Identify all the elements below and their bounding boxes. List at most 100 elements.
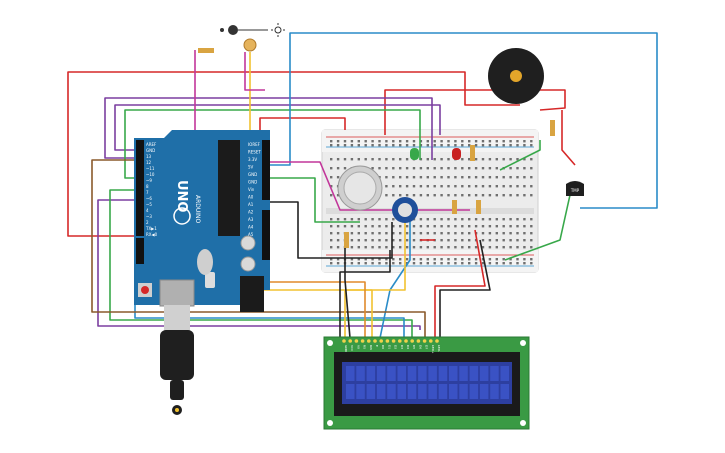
lcd-character-cells	[346, 366, 509, 399]
lcd-cell	[459, 366, 468, 381]
arduino-pin-label: A1	[248, 202, 254, 207]
lcd-pin[interactable]	[373, 339, 377, 343]
arduino-pin-label: 12	[146, 160, 152, 165]
lcd-cell	[356, 384, 365, 399]
arduino-uno[interactable]: UNO ARDUINO AREFGND1312~11~10~987~6~54~3…	[134, 130, 270, 312]
lcd-pin-label: GND	[344, 345, 348, 353]
arduino-pin-label: A5	[248, 232, 254, 237]
temp-sensor-label: TMP	[570, 188, 580, 193]
wire-red	[67, 71, 520, 237]
lcd-cell	[438, 384, 448, 399]
wire-blue	[270, 32, 658, 209]
lcd-pin[interactable]	[354, 339, 359, 343]
wire-magenta	[244, 52, 265, 91]
potentiometer[interactable]	[392, 197, 418, 223]
gas-sensor[interactable]	[337, 165, 383, 211]
arduino-pin-label: IOREF	[248, 142, 261, 147]
dot-icon	[220, 28, 224, 32]
wire-blue	[379, 200, 411, 339]
lcd-pin[interactable]	[379, 339, 384, 343]
led-green[interactable]	[410, 148, 419, 160]
lcd-pin-label: D0	[381, 345, 385, 349]
breadboard[interactable]	[321, 129, 539, 273]
lcd-cell	[500, 384, 509, 399]
lcd-pin[interactable]	[360, 339, 365, 343]
arduino-pin-label: AREF	[146, 142, 157, 147]
lcd-pin[interactable]	[385, 339, 390, 343]
wire-magenta	[194, 50, 470, 211]
arduino-pin-label: 7	[146, 190, 149, 195]
arduino-pin-label: ~9	[146, 178, 152, 183]
lcd-pin[interactable]	[367, 339, 371, 343]
lcd-cell	[479, 384, 489, 399]
wire-green	[499, 140, 541, 171]
arduino-pin-label: 2	[146, 220, 149, 225]
lcd-pin[interactable]	[404, 339, 408, 343]
lcd-pin[interactable]	[391, 339, 396, 343]
wire-purple	[104, 97, 433, 160]
wire-red	[561, 110, 576, 166]
arduino-pin-label: ~5	[146, 202, 152, 207]
lcd-cell	[356, 366, 365, 381]
wire-green	[124, 109, 421, 179]
piezo-buzzer[interactable]	[488, 48, 544, 104]
lcd-cell	[428, 384, 437, 399]
arduino-pin-label: ~10	[146, 172, 155, 177]
lcd-cell	[490, 366, 499, 381]
lcd-cell	[366, 384, 376, 399]
board-brand: ARDUINO	[194, 195, 201, 224]
arduino-pin-label: GND	[248, 180, 257, 185]
wire-brown	[91, 159, 426, 338]
lcd-pin[interactable]	[348, 339, 353, 343]
lcd-cell	[490, 384, 499, 399]
lcd-pin[interactable]	[342, 339, 346, 343]
lcd-pin[interactable]	[429, 339, 433, 343]
arduino-pin-label: ~3	[146, 214, 152, 219]
lcd-pin-label: V0	[356, 345, 360, 349]
arduino-pin-label: ~6	[146, 196, 152, 201]
lcd-pin[interactable]	[416, 339, 421, 343]
lcd-cell	[479, 366, 489, 381]
resistor	[198, 48, 555, 248]
wire-yellow	[344, 210, 406, 338]
lcd-cell	[449, 366, 458, 381]
lcd-cell	[407, 366, 417, 381]
wire-black	[439, 239, 491, 338]
lcd-pin-label: D7	[425, 345, 429, 349]
board-model: UNO	[174, 180, 189, 213]
usb-cable	[160, 305, 194, 415]
wire-black	[344, 240, 351, 339]
lcd-pin[interactable]	[435, 339, 439, 343]
lcd-cell	[459, 384, 468, 399]
lcd-pin[interactable]	[410, 339, 415, 343]
temperature-sensor[interactable]: TMP	[566, 181, 584, 196]
lcd-pin-label: D2	[394, 345, 398, 349]
led-red[interactable]	[452, 148, 461, 160]
arduino-pin-label: Vin	[248, 187, 255, 192]
arduino-pin-label: A0	[248, 195, 254, 200]
arduino-pin-label: RX◀0	[146, 232, 158, 237]
lcd-pin-label: RW	[369, 345, 373, 350]
lcd-pin-label: LED+	[431, 345, 435, 354]
lcd-cell	[438, 366, 448, 381]
lcd-pin-label: D1	[387, 345, 391, 349]
arduino-pin-label: 4	[146, 208, 149, 213]
lcd-cell	[469, 384, 479, 399]
light-sensor-slider[interactable]	[220, 23, 285, 52]
wire-black	[339, 250, 391, 338]
lcd-pin-label: D6	[418, 345, 422, 349]
lcd-pin[interactable]	[398, 339, 402, 343]
wire-green	[109, 189, 413, 338]
wire-black	[270, 201, 393, 259]
wire-purple	[97, 199, 421, 330]
lcd-pin-label: RS	[363, 345, 367, 349]
wire-red	[434, 229, 486, 338]
arduino-pin-label: 3.3V	[248, 157, 257, 162]
slider-knob[interactable]	[228, 25, 238, 35]
lcd-pin[interactable]	[422, 339, 427, 343]
lcd-cell	[418, 366, 427, 381]
